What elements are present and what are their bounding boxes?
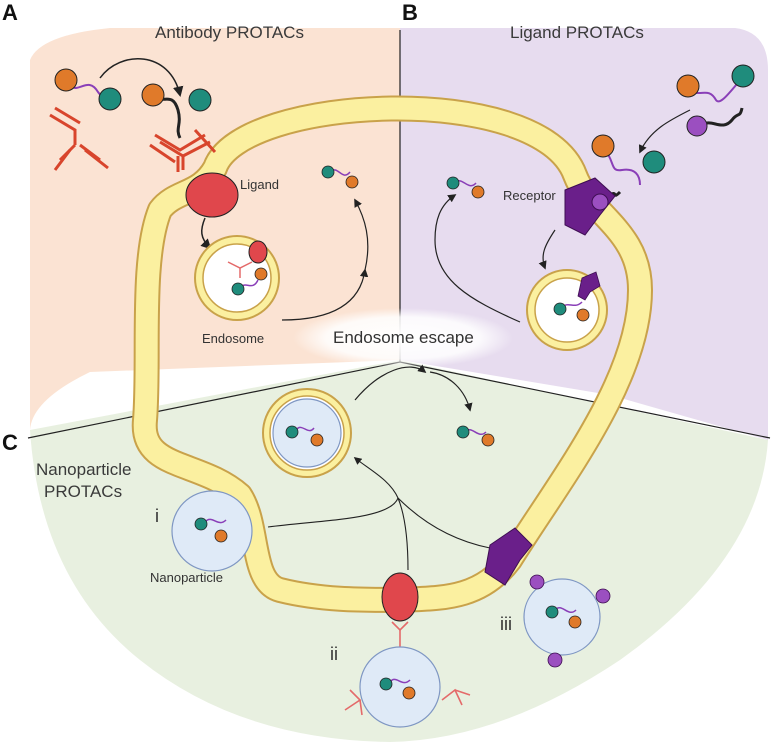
endosome-a (194, 235, 280, 321)
binding-arrow-b (638, 109, 691, 154)
nanoparticle-i (171, 490, 253, 572)
panel-c-title-line1: Nanoparticle (36, 460, 131, 479)
internalize-arrow-a (200, 217, 212, 250)
panel-a-letter: A (2, 0, 18, 25)
escape-arrow-c2 (429, 371, 473, 412)
ligand-label: Ligand (240, 177, 279, 192)
internalize-arrow-b (538, 229, 556, 270)
bound-protac-b (591, 134, 666, 197)
ligand-protac-b (686, 107, 744, 137)
panel-b-title: Ligand PROTACs (510, 23, 644, 42)
panel-c-title-line2: PROTACs (44, 482, 122, 501)
route-iii-label: iii (500, 614, 512, 634)
endosome-label: Endosome (202, 331, 264, 346)
receptor-b (564, 177, 616, 236)
route-arrow-ii (397, 497, 409, 571)
antibody-left (49, 106, 109, 171)
endosome-escape-glow (293, 308, 513, 368)
released-protac-b (446, 176, 485, 199)
escape-arrow-a2 (354, 198, 369, 271)
route-ii-label: ii (330, 644, 338, 664)
divider-bc (399, 361, 771, 439)
endosome-b (526, 269, 608, 351)
released-protac-c (456, 425, 495, 447)
protac-free-b (676, 64, 755, 103)
receptor-c (484, 527, 533, 586)
panel-c-letter: C (2, 430, 18, 455)
endosome-c (262, 388, 352, 478)
ligand-a (185, 172, 239, 218)
nanoparticle-iii (523, 574, 611, 668)
protac-free-a (54, 68, 122, 111)
conjugation-arrow (99, 58, 184, 98)
route-arrow-i (267, 497, 399, 528)
panel-b-letter: B (402, 0, 418, 25)
route-arrow-merge (353, 457, 399, 499)
escape-arrow-c (354, 364, 427, 401)
route-i-label: i (155, 506, 159, 526)
route-arrow-iii (397, 497, 491, 549)
endosome-escape-label: Endosome escape (333, 328, 474, 347)
nanoparticle-ii (344, 621, 471, 728)
released-protac-a (321, 165, 359, 189)
receptor-label: Receptor (503, 188, 556, 203)
escape-arrow-b (434, 194, 521, 323)
escape-arrow-a (281, 268, 369, 321)
ligand-c (381, 572, 419, 622)
nanoparticle-label: Nanoparticle (150, 570, 223, 585)
panel-a-title: Antibody PROTACs (155, 23, 304, 42)
antibody-conjugate (141, 83, 217, 172)
divider-ac (27, 361, 401, 439)
panel-a-background (30, 28, 400, 430)
